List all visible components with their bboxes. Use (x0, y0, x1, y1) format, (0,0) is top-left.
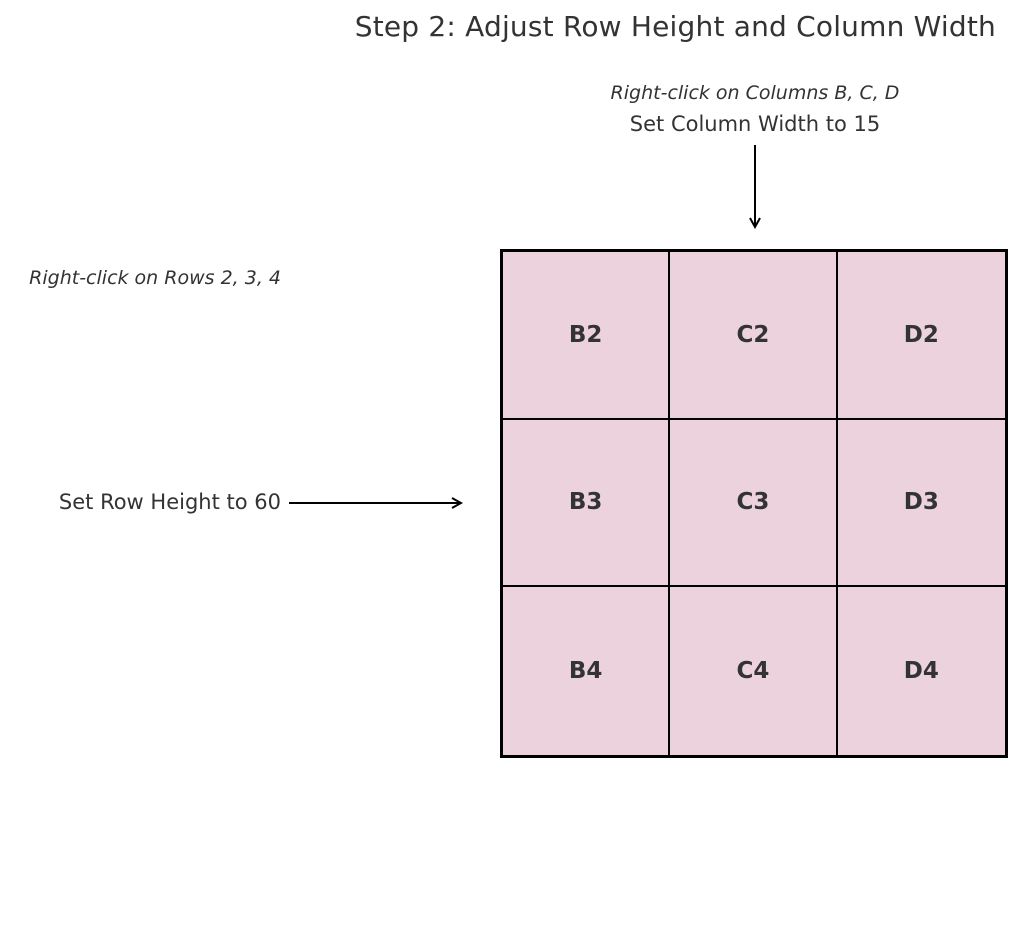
cell-d3[interactable]: D3 (837, 419, 1005, 588)
cell-b2[interactable]: B2 (503, 252, 671, 420)
column-instruction: Right-click on Columns B, C, D (610, 82, 900, 104)
row-instruction: Right-click on Rows 2, 3, 4 (29, 267, 281, 289)
cell-b4[interactable]: B4 (503, 587, 671, 755)
column-action: Set Column Width to 15 (629, 112, 881, 136)
cell-c3[interactable]: C3 (670, 419, 838, 588)
cell-c4[interactable]: C4 (670, 587, 838, 755)
cell-d2[interactable]: D2 (837, 252, 1005, 420)
page-title: Step 2: Adjust Row Height and Column Wid… (354, 10, 996, 43)
cell-grid: B2 C2 D2 B3 C3 D3 B4 C4 D4 (500, 249, 1008, 758)
row-action: Set Row Height to 60 (58, 490, 281, 514)
cell-c2[interactable]: C2 (670, 252, 838, 420)
cell-d4[interactable]: D4 (837, 587, 1005, 755)
cell-b3[interactable]: B3 (503, 419, 671, 588)
